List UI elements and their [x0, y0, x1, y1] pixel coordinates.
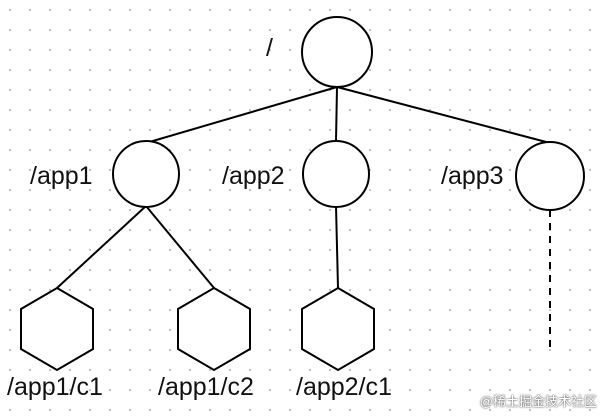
label-app1-c2: /app1/c2 [158, 373, 254, 401]
edge-app2-c1 [335, 205, 339, 289]
edge-app1-c2 [145, 205, 215, 289]
node-app2-c1-hexagon [301, 286, 375, 372]
node-app3-circle [515, 141, 585, 211]
node-app1-circle [112, 140, 180, 208]
edge-root-app3 [336, 86, 551, 144]
node-app1-c1-hexagon [20, 286, 94, 372]
edge-app1-c1 [56, 205, 147, 289]
label-root: / [266, 34, 273, 62]
edge-root-app2 [335, 86, 338, 142]
node-app1-c2-hexagon [177, 286, 251, 372]
edge-root-app1 [145, 86, 338, 144]
label-app2: /app2 [222, 162, 285, 190]
label-app1-c1: /app1/c1 [7, 373, 103, 401]
label-app3: /app3 [441, 162, 504, 190]
watermark-text: @稀土掘金技术社区 [479, 394, 597, 409]
label-app1: /app1 [30, 162, 93, 190]
node-app2-circle [302, 140, 370, 208]
node-root-circle [301, 16, 373, 88]
label-app2-c1: /app2/c1 [296, 373, 392, 401]
